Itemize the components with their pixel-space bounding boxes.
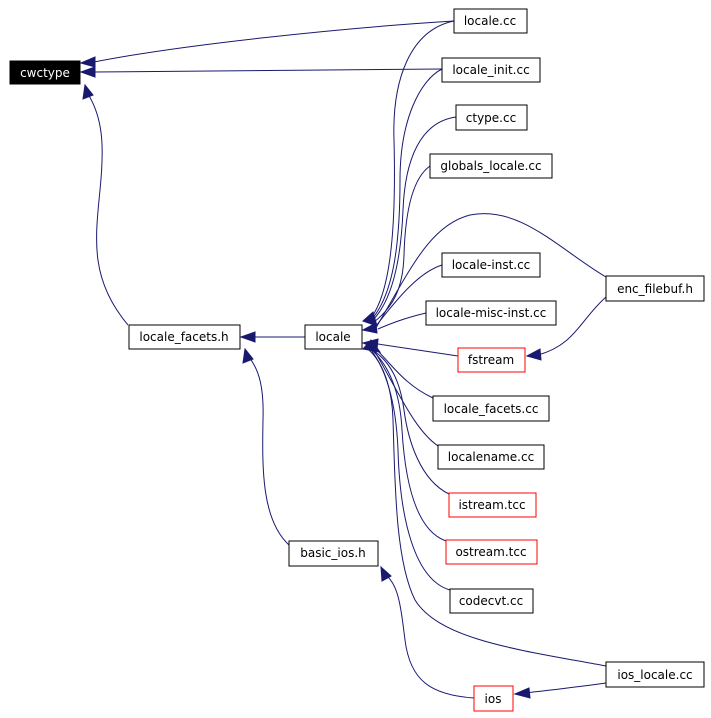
edge-localename-cc-to-locale [373,349,439,447]
arrowhead-cwctype-2 [79,66,96,78]
arrowhead-locale-1 [362,311,378,327]
node-fstream[interactable]: fstream [457,347,526,373]
node-ios[interactable]: ios [473,685,514,712]
node-label: ios [485,692,502,706]
node-label: ctype.cc [466,111,516,125]
node-label: ostream.tcc [455,545,526,559]
arrowhead-locale-2 [361,322,378,334]
edge-locale-init-cc-to-locale [371,68,443,320]
arrowhead-locale-4 [362,339,382,353]
edge-basic-ios-h-to-locale-facets-h [247,355,290,546]
edge-codecvt-cc-to-locale [370,349,451,591]
node-label: globals_locale.cc [440,159,541,173]
node-locale-facets-h[interactable]: locale_facets.h [128,324,241,350]
node-enc-filebuf-h[interactable]: enc_filebuf.h [605,275,705,302]
arrowhead-locale-facets-h-2 [242,347,254,364]
edge-ostream-tcc-to-locale [371,349,447,542]
node-label: localename.cc [448,450,534,464]
edge-globals-locale-cc-to-locale [373,165,431,323]
node-label: istream.tcc [458,498,525,512]
node-locale-facets-cc[interactable]: locale_facets.cc [432,395,550,422]
edges [87,20,607,699]
node-label: locale.cc [464,14,516,28]
edge-locale-misc-inst-cc-to-locale [377,312,427,330]
node-locale-inst-cc[interactable]: locale-inst.cc [441,252,541,278]
node-label: locale-misc-inst.cc [436,306,547,320]
edge-ios-locale-cc-to-locale [368,349,607,667]
nodes: cwctype locale_facets.h locale basic_ios… [9,8,705,712]
arrowhead-cwctype-3 [82,83,94,100]
node-locale-init-cc[interactable]: locale_init.cc [441,57,541,83]
node-label: locale_init.cc [452,63,529,77]
arrowhead-fstream [525,348,542,361]
node-locale[interactable]: locale [304,324,363,350]
node-cwctype[interactable]: cwctype [9,60,81,85]
arrowhead-basic-ios-h [380,565,392,582]
node-label: locale [315,330,350,344]
node-basic-ios-h[interactable]: basic_ios.h [288,540,379,567]
node-label: ios_locale.cc [617,668,692,682]
arrowheads [79,56,542,699]
node-label: locale_facets.h [139,330,228,344]
edge-ctype-cc-to-locale [372,116,457,321]
node-ios-locale-cc[interactable]: ios_locale.cc [605,661,705,688]
node-label: codecvt.cc [459,594,523,608]
edge-locale-facets-h-to-cwctype [87,93,129,326]
edge-locale-cc-to-locale [370,20,455,319]
edge-ios-locale-cc-to-ios [525,682,607,694]
edge-istream-tcc-to-locale [372,349,450,495]
node-label: locale_facets.cc [444,402,539,416]
node-ctype-cc[interactable]: ctype.cc [455,104,528,131]
node-label: fstream [468,353,514,367]
node-codecvt-cc[interactable]: codecvt.cc [449,588,534,614]
node-locale-cc[interactable]: locale.cc [453,8,528,34]
node-label: enc_filebuf.h [617,282,693,296]
edge-enc-filebuf-h-to-locale [376,213,607,327]
node-label: basic_ios.h [300,546,366,560]
arrowhead-ios [513,687,531,699]
edge-locale-inst-cc-to-locale [375,264,443,327]
edge-locale-init-cc-to-cwctype [93,68,443,73]
node-localename-cc[interactable]: localename.cc [437,444,545,470]
node-globals-locale-cc[interactable]: globals_locale.cc [429,153,553,179]
edge-ios-to-basic-ios-h [383,572,475,699]
node-locale-misc-inst-cc[interactable]: locale-misc-inst.cc [425,300,557,326]
node-istream-tcc[interactable]: istream.tcc [448,492,537,518]
node-ostream-tcc[interactable]: ostream.tcc [445,539,538,565]
node-label: locale-inst.cc [452,258,531,272]
edge-locale-cc-to-cwctype [93,20,455,63]
arrowhead-locale-facets-h-1 [239,331,256,343]
edge-fstream-to-locale [377,343,459,357]
edge-enc-filebuf-h-to-fstream [537,296,607,356]
edge-locale-facets-cc-to-locale [375,348,434,399]
arrowhead-cwctype-1 [79,56,96,68]
node-label: cwctype [20,66,70,80]
